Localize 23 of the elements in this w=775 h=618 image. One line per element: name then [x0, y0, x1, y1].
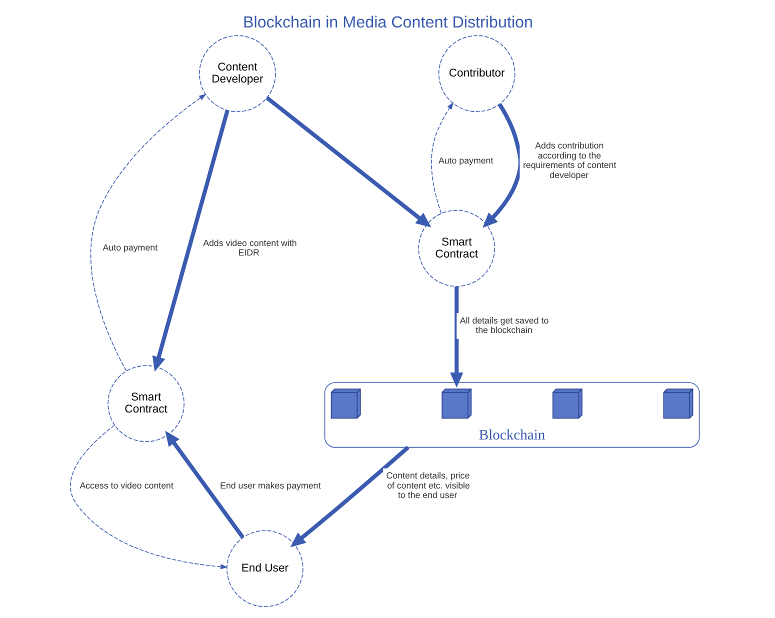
edge-label: Adds contribution according to the requirements of content developer	[522, 140, 616, 180]
arrow	[430, 102, 454, 214]
node-circle: Smart Contract	[418, 210, 495, 287]
arrow	[164, 430, 244, 539]
arrow	[290, 446, 409, 548]
arrow	[70, 424, 228, 570]
arrow	[90, 94, 206, 372]
arrow	[450, 286, 463, 388]
node-circle: Contributor	[438, 35, 515, 112]
edge-label: Content details, price of content etc. visible to the end user	[386, 470, 470, 500]
arrow	[482, 103, 522, 228]
edge-label: Access to video content	[79, 480, 173, 490]
edge-label: Auto payment	[102, 242, 158, 253]
edge-label: Adds video content with EIDR	[202, 238, 296, 258]
cluster: Blockchain	[324, 382, 700, 448]
diagram-title: Blockchain in Media Content Distribution	[242, 14, 533, 32]
arrow	[265, 96, 431, 228]
edge-label: Auto payment	[438, 155, 493, 166]
node-circle: End User	[226, 530, 303, 608]
arrow	[152, 110, 229, 372]
edge-label: All details get saved to the blockchain	[459, 315, 548, 336]
edge-label: End user makes payment	[220, 480, 320, 490]
node-circle: Smart Contract	[107, 365, 184, 442]
